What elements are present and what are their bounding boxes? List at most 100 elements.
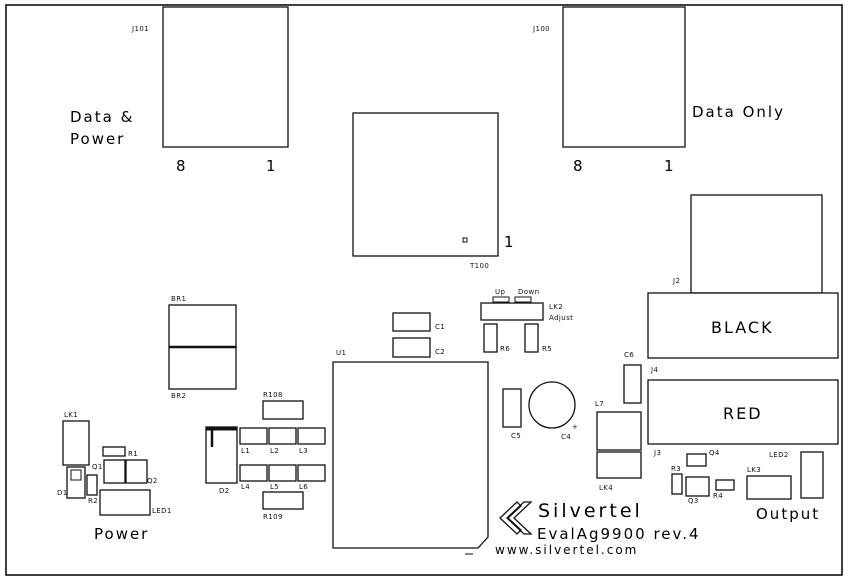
lk2-down: Down [518,288,539,296]
r108-ref: R108 [263,391,283,399]
led2-ref: LED2 [769,451,789,459]
inductor-l2 [268,427,297,445]
lk4-ref: LK4 [599,484,613,492]
t100-pin1: 1 [504,233,514,251]
r3-ref: R3 [671,465,681,473]
link-lk3 [746,475,792,500]
c4-plus: + [572,423,578,431]
transistor-q3 [685,476,710,497]
inductor-l5 [268,464,297,482]
r6-ref: R6 [500,345,510,353]
cap-c4 [528,381,576,429]
lk1-ref: LK1 [64,411,78,419]
t100-ref: T100 [469,262,489,270]
link-lk1 [62,420,90,466]
r1-ref: R1 [128,450,138,458]
d1-ref: D1 [57,489,68,497]
br1-ref: BR1 [171,295,186,303]
led-led1 [99,489,151,516]
transformer-t100: 1 T100 [352,112,514,270]
q1-ref: Q1 [92,463,103,471]
d2-ref: D2 [219,487,230,495]
silvertel-logo-icon [499,501,533,535]
j100-ref: J100 [532,25,550,33]
lk2-up: Up [495,288,506,296]
lk2-ref: LK2 [549,303,563,311]
j101-ref: J101 [131,25,149,33]
j4-ref: J4 [650,366,658,374]
l7-ref: L7 [595,400,604,408]
l1-ref: L1 [241,447,250,455]
inductor-l7 [596,411,642,451]
r109-ref: R109 [263,513,283,521]
terminal-black [647,292,839,359]
l3-ref: L3 [299,447,308,455]
resistor-r6 [483,323,498,353]
connector-j101: J101 8 1 [131,6,289,175]
l5-ref: L5 [270,483,279,491]
r5-ref: R5 [542,345,552,353]
resistor-r108 [262,400,304,420]
link-lk4 [596,451,642,479]
resistor-r3 [671,473,683,495]
connector-j2-body [690,194,823,294]
terminal-black-label: BLACK [711,318,774,337]
transistor-q4 [686,453,707,467]
led1-ref: LED1 [152,507,172,515]
inductor-l1 [239,427,268,445]
resistor-r109 [262,491,304,510]
j3-ref: J3 [653,449,661,457]
j101-pin-8: 8 [176,157,186,175]
r2-ref: R2 [88,497,98,505]
c6-ref: C6 [624,351,634,359]
l2-ref: L2 [270,447,279,455]
label-data-power-line1: Data & [70,108,134,126]
cap-c1 [392,312,431,332]
ic-u1: U1 [332,349,489,555]
c5-ref: C5 [511,432,521,440]
inductor-l3 [297,427,326,445]
brand-name: Silvertel [538,500,643,522]
transistor-q2 [125,459,148,484]
diode-d2: D2 [205,426,238,495]
j100-pin-8: 8 [573,157,583,175]
link-lk2: Up Down LK2 Adjust [480,288,573,322]
lk3-ref: LK3 [747,466,761,474]
label-power: Power [94,525,149,543]
terminal-red-label: RED [723,404,763,423]
q4-ref: Q4 [709,449,720,457]
cap-c2 [392,337,431,358]
brand-url: www.silvertel.com [495,543,638,557]
bridge-rectifiers: BR1 BR2 [168,295,237,400]
inductor-l4 [239,464,268,482]
led-led2 [800,451,824,499]
c4-ref: C4 [561,433,571,441]
terminal-red [647,379,839,445]
j2-ref: J2 [672,277,680,285]
connector-j100: J100 8 1 [532,6,686,175]
c2-ref: C2 [435,348,445,356]
label-data-power-line2: Power [70,130,125,148]
label-output: Output [756,505,820,523]
c1-ref: C1 [435,323,445,331]
br2-ref: BR2 [171,392,186,400]
l4-ref: L4 [241,483,250,491]
q2-ref: Q2 [147,477,158,485]
cap-c6 [623,364,642,404]
diode-d1 [66,466,86,499]
resistor-r5 [524,323,539,353]
r4-ref: R4 [713,492,723,500]
l6-ref: L6 [299,483,308,491]
cap-c5 [502,388,522,428]
j101-pin-1: 1 [266,157,276,175]
transistor-q1 [103,459,126,484]
j100-pin-1: 1 [664,157,674,175]
lk2-adjust: Adjust [549,314,573,322]
label-data-only: Data Only [692,103,785,121]
resistor-r2 [86,474,98,496]
resistor-r1 [102,446,126,457]
board-model: EvalAg9900 rev.4 [537,525,701,543]
q3-ref: Q3 [688,497,699,505]
resistor-r4 [715,479,735,491]
